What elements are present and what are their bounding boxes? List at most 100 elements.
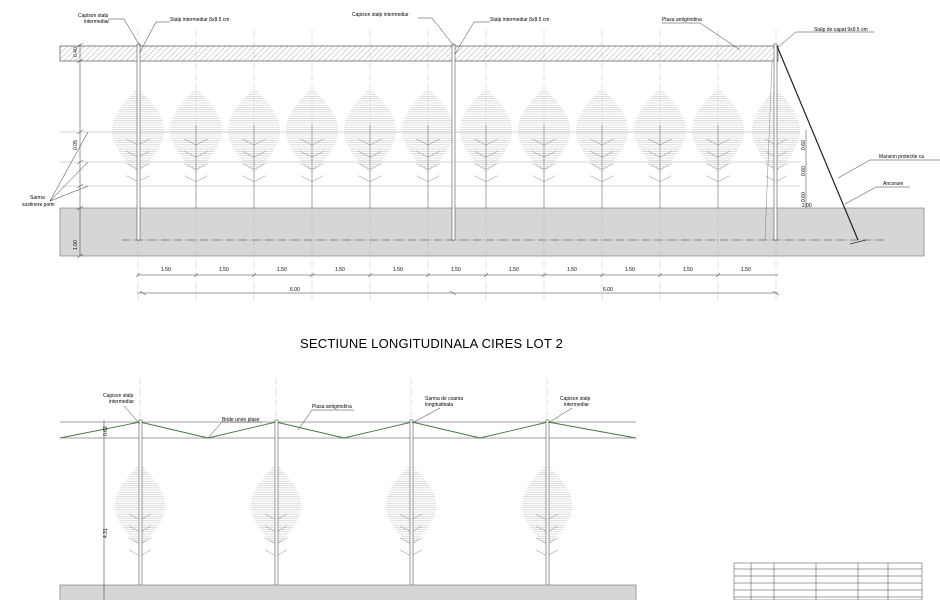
dimension-tick (251, 272, 257, 278)
left-dim-label: 0.40 (73, 47, 79, 57)
tree-icon (692, 91, 744, 208)
spacing-label: 1.50 (509, 267, 519, 273)
left-dim-label: 0.62 (103, 426, 109, 436)
tree-icon (634, 91, 686, 208)
leader-line (454, 21, 490, 55)
section-title: SECTIUNE LONGITUDINALA CIRES LOT 2 (300, 336, 563, 351)
upper-section: 0.40 0.05 1.00 0.60 0.60 0.60 2.00 Sarma… (22, 12, 940, 300)
right-dim-label: 0.60 (801, 140, 807, 150)
total-label: 6.00 (603, 287, 613, 293)
dimension-tick (367, 272, 373, 278)
leader-line (418, 17, 455, 47)
lower-axis-grid (139, 378, 548, 600)
tree-icon (576, 91, 628, 208)
tree-icon (344, 91, 396, 208)
tree-row-upper (112, 91, 800, 208)
callout-bride: Bride unire plase (222, 417, 260, 423)
callout-capison-2: Capison stalp intermediar (352, 12, 409, 18)
total-dimension-ticks (139, 290, 780, 296)
callout-capison-2: Capison stalp (560, 396, 591, 402)
spacing-labels: 1.50 1.50 1.50 1.50 1.50 1.50 1.50 1.50 1.50 1.50… (135, 267, 751, 278)
leader-line (844, 186, 910, 205)
callout-stalp-2: Stalp intermediar 8x8.5 cm (490, 17, 549, 23)
leader-line (776, 31, 874, 49)
intermediate-post (274, 419, 279, 600)
spacing-label: 1.50 (335, 267, 345, 273)
lower-section: 0.62 4.31 Capison stalp intermediar Brid… (59, 378, 637, 600)
sarma-label: Sarma (30, 195, 45, 201)
dimension-tick (483, 272, 489, 278)
intermediate-post (545, 419, 550, 600)
top-beam-hatched (59, 45, 779, 62)
anchor-peg (849, 239, 867, 245)
dimension-tick (541, 272, 547, 278)
leader-line (123, 405, 141, 425)
leader-line (139, 21, 170, 53)
dimension-tick (193, 272, 199, 278)
callout-stalp-capat: Stalp de capat 9x9.5 cm (814, 27, 868, 33)
spacing-label: 1.50 (683, 267, 693, 273)
callout-sarma-2: longitudinala (425, 402, 453, 408)
leader-line (207, 421, 262, 439)
total-label: 6.00 (290, 287, 300, 293)
callout-plasa: Plasa antigrindina (662, 17, 702, 23)
ground-band-lower (59, 584, 637, 600)
antigrindina-net (59, 421, 637, 439)
dimension-tick (657, 272, 663, 278)
leader-line (662, 22, 741, 51)
tree-icon (170, 91, 222, 208)
leader-line (837, 159, 940, 179)
spacing-label: 1.50 (277, 267, 287, 273)
tree-icon (460, 91, 512, 208)
callout-manson: Manson protectie ca (879, 154, 924, 160)
intermediate-post (409, 419, 414, 600)
sarma-label-2: sustinere pomi (22, 202, 55, 208)
callout-plasa: Plasa antigrindina (312, 404, 352, 410)
dimension-tick (599, 272, 605, 278)
leader-line (411, 407, 441, 424)
callout-capison-2b: intermediar (564, 402, 589, 408)
sarma-leader-lines (49, 131, 89, 202)
dimension-tick (135, 272, 141, 278)
tree-icon (518, 91, 570, 208)
anchor-cable (776, 45, 859, 241)
right-dim-label: 2.00 (802, 203, 812, 209)
tree-icon (286, 91, 338, 208)
right-dim-label: 0.60 (801, 166, 807, 176)
callout-capison-1b: intermediar (109, 399, 134, 405)
spacing-label: 1.50 (567, 267, 577, 273)
anchor-cable-thin (764, 61, 773, 241)
intermediate-post (138, 419, 143, 600)
callout-capison-1b: intermediar (84, 19, 109, 25)
title-block-table (733, 562, 923, 600)
dimension-tick (309, 272, 315, 278)
callout-capison-1: Capison stalp (78, 13, 109, 19)
spacing-label: 1.50 (393, 267, 403, 273)
tree-axis-grid (137, 30, 777, 300)
spacing-label: 1.50 (625, 267, 635, 273)
left-dim-label: 1.00 (73, 240, 79, 250)
spacing-label: 1.50 (451, 267, 461, 273)
ground-band (59, 207, 925, 257)
spacing-label: 1.50 (741, 267, 751, 273)
right-dim-label: 0.60 (801, 192, 807, 202)
spacing-label: 1.50 (161, 267, 171, 273)
spacing-label: 1.50 (219, 267, 229, 273)
leader-line (297, 409, 354, 431)
dimension-tick (425, 272, 431, 278)
dimension-tick (715, 272, 721, 278)
tree-icon (228, 91, 280, 208)
left-dim-label: 0.05 (73, 140, 79, 150)
callout-capison-1: Capison stalp (103, 393, 134, 399)
intermediate-post (136, 43, 141, 241)
callout-stalp-1: Stalp intermediar 8x8.5 cm (170, 17, 229, 23)
tree-row-lower (115, 467, 572, 582)
intermediate-post (451, 43, 456, 241)
leader-line (547, 407, 573, 424)
tree-icon (402, 91, 454, 208)
callout-sarma: Sarma de coama (425, 396, 463, 402)
left-dimension-ticks (76, 42, 84, 259)
end-post (773, 43, 778, 241)
callout-ancorare: Ancorare (883, 181, 904, 187)
